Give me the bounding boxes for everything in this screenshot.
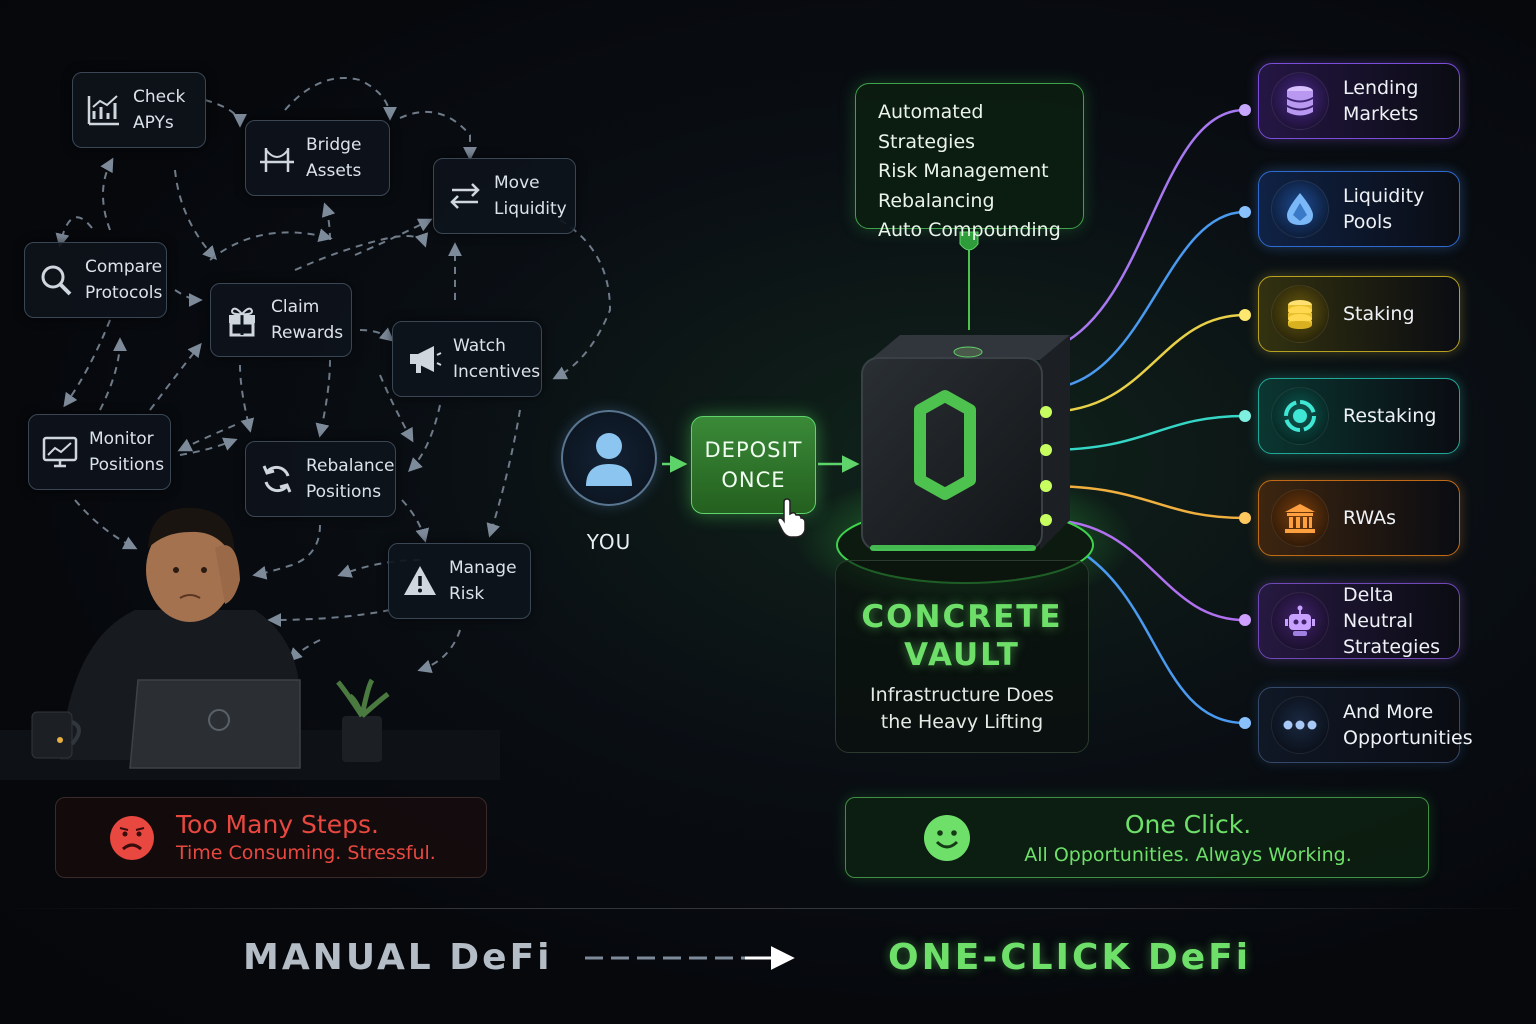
summary-one-click: One Click. All Opportunities. Always Wor… — [845, 797, 1429, 878]
vault-title: CONCRETE VAULT — [835, 598, 1089, 674]
opportunity-staking[interactable]: Staking — [1258, 276, 1460, 352]
step-line1: Compare — [85, 257, 163, 277]
megaphone-icon — [405, 340, 443, 378]
step-line1: Claim — [271, 297, 320, 317]
droplet-icon — [1271, 180, 1329, 238]
opp-line2: Strategies — [1343, 636, 1441, 658]
feature-item: Automated Strategies — [878, 101, 984, 153]
vault-title-line2: VAULT — [904, 637, 1020, 673]
opp-line2: Opportunities — [1343, 727, 1473, 749]
features-callout: Automated Strategies Risk Management Reb… — [855, 83, 1084, 241]
summary-one-click-sub: All Opportunities. Always Working. — [1024, 844, 1352, 866]
summary-manual: Too Many Steps. Time Consuming. Stressfu… — [55, 797, 487, 878]
arrows-icon — [446, 177, 484, 215]
dots-icon — [1271, 696, 1329, 754]
step-line1: Move — [494, 173, 540, 193]
summary-manual-title: Too Many Steps. — [176, 809, 379, 839]
opp-line1: Lending — [1343, 77, 1419, 99]
vault-subtitle: Infrastructure Does the Heavy Lifting — [835, 682, 1089, 736]
step-line1: Check — [133, 87, 186, 107]
coins-stack-icon — [1271, 72, 1329, 130]
opp-line1: Liquidity — [1343, 185, 1425, 207]
step-line1: Manage — [449, 558, 517, 578]
summary-manual-sub: Time Consuming. Stressful. — [176, 841, 436, 864]
footer-manual-defi: MANUAL DeFi — [243, 937, 553, 978]
refresh-icon — [258, 460, 296, 498]
step-line2: Positions — [89, 455, 165, 475]
opp-line2: Pools — [1343, 211, 1393, 233]
happy-face-icon — [924, 815, 970, 861]
gold-coins-icon — [1271, 285, 1329, 343]
step-line2: Assets — [306, 161, 362, 181]
opp-line1: Restaking — [1343, 405, 1437, 427]
step-line2: Risk — [449, 584, 485, 604]
deposit-line1: DEPOSIT — [704, 438, 803, 462]
user-avatar — [561, 410, 657, 506]
gift-icon — [223, 301, 261, 339]
bank-icon — [1271, 489, 1329, 547]
manual-dashed-arrows — [55, 77, 612, 674]
monitor-icon — [41, 433, 79, 471]
step-line1: Monitor — [89, 429, 154, 449]
you-label: YOU — [586, 530, 632, 554]
search-icon — [37, 261, 75, 299]
opp-line1: And More — [1343, 701, 1434, 723]
stressed-person-illustration — [0, 507, 500, 780]
vault-sub-line2: the Heavy Lifting — [880, 711, 1044, 733]
step-line2: Rewards — [271, 323, 344, 343]
feature-item: Auto Compounding — [878, 219, 1061, 241]
vault-title-line1: CONCRETE — [861, 599, 1063, 635]
sad-face-icon — [110, 815, 154, 860]
chart-icon — [85, 91, 123, 129]
deposit-line2: ONCE — [721, 468, 786, 492]
robot-icon — [1271, 592, 1329, 650]
connector-endpoints — [1239, 104, 1251, 729]
step-line1: Watch — [453, 336, 506, 356]
step-line2: Incentives — [453, 362, 541, 382]
feature-item: Rebalancing — [878, 189, 995, 212]
ring-icon — [1271, 387, 1329, 445]
opp-line1: Delta Neutral — [1343, 584, 1414, 632]
summary-one-click-title: One Click. — [1124, 810, 1252, 839]
step-line2: Protocols — [85, 283, 163, 303]
vault-panel — [835, 560, 1089, 753]
cursor-hand-icon — [777, 498, 806, 538]
opp-line2: Markets — [1343, 103, 1419, 125]
shield-icon — [959, 231, 979, 251]
deposit-once-button[interactable]: DEPOSIT ONCE — [691, 416, 816, 514]
vault-sub-line1: Infrastructure Does — [870, 684, 1054, 706]
opportunity-restaking[interactable]: Restaking — [1258, 378, 1460, 454]
step-line2: Liquidity — [494, 199, 567, 219]
opportunity-rwas[interactable]: RWAs — [1258, 480, 1460, 556]
footer-divider — [0, 908, 1536, 909]
warning-icon — [401, 562, 439, 600]
opp-line1: Staking — [1343, 303, 1415, 325]
bridge-icon — [258, 139, 296, 177]
step-line2: APYs — [133, 113, 174, 133]
opportunity-connectors — [1045, 108, 1246, 725]
user-icon — [586, 433, 632, 486]
step-line1: Rebalance — [306, 456, 395, 476]
step-line2: Positions — [306, 482, 382, 502]
vault-cube — [836, 335, 1094, 584]
feature-item: Risk Management — [878, 160, 1049, 182]
opp-line1: RWAs — [1343, 507, 1397, 529]
step-line1: Bridge — [306, 135, 362, 155]
footer-one-click-defi: ONE-CLICK DeFi — [888, 937, 1252, 978]
